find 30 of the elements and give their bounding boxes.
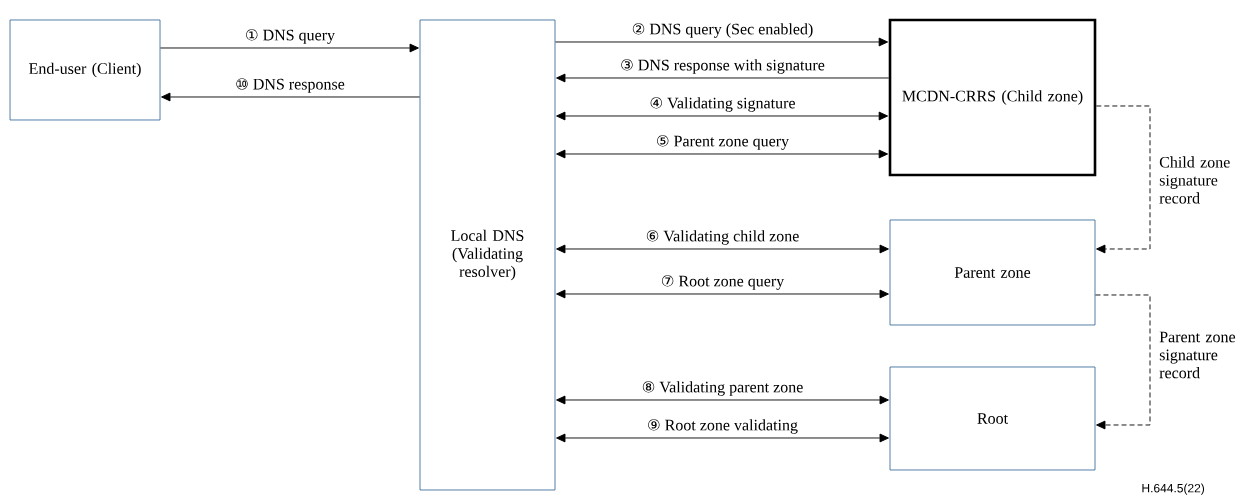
arrow: [1095, 294, 1151, 430]
process-box: End-user (Client): [9, 19, 161, 121]
edge-label: Parent zone signature record: [1159, 331, 1236, 379]
edge-label: Child zone signature record: [1159, 156, 1230, 204]
arrow: [1095, 105, 1151, 254]
arrow: [556, 433, 889, 443]
process-box: MCDN-CRRS (Child zone): [888, 18, 1097, 177]
arrow: [161, 92, 420, 102]
arrow: [160, 43, 419, 53]
arrow: [556, 395, 889, 405]
edge-label: ⑦ Root zone query: [661, 275, 785, 290]
arrow: [556, 244, 889, 254]
edge-label: ⑥ Validating child zone: [646, 230, 799, 245]
edge-label: ④ Validating signature: [650, 97, 795, 112]
edge-label: ① DNS query: [246, 29, 335, 44]
arrow: [555, 37, 889, 47]
process-box: Local DNS (Validating resolver): [419, 19, 556, 491]
edge-label: ② DNS query (Sec enabled): [632, 23, 813, 38]
process-box: Parent zone: [889, 219, 1096, 326]
edge-label: ⑨ Root zone validating: [648, 419, 798, 434]
process-box: Root: [889, 366, 1096, 471]
arrow: [556, 111, 889, 121]
arrow: [556, 73, 890, 83]
arrow: [556, 289, 889, 299]
edge-label: ③ DNS response with signature: [621, 59, 825, 74]
edge-label: ⑤ Parent zone query: [657, 135, 789, 150]
figure-number: H.644.5(22): [1142, 483, 1205, 495]
edge-label: ⑧ Validating parent zone: [642, 381, 803, 396]
arrow: [556, 149, 889, 159]
edge-label: ⑩ DNS response: [236, 78, 345, 93]
